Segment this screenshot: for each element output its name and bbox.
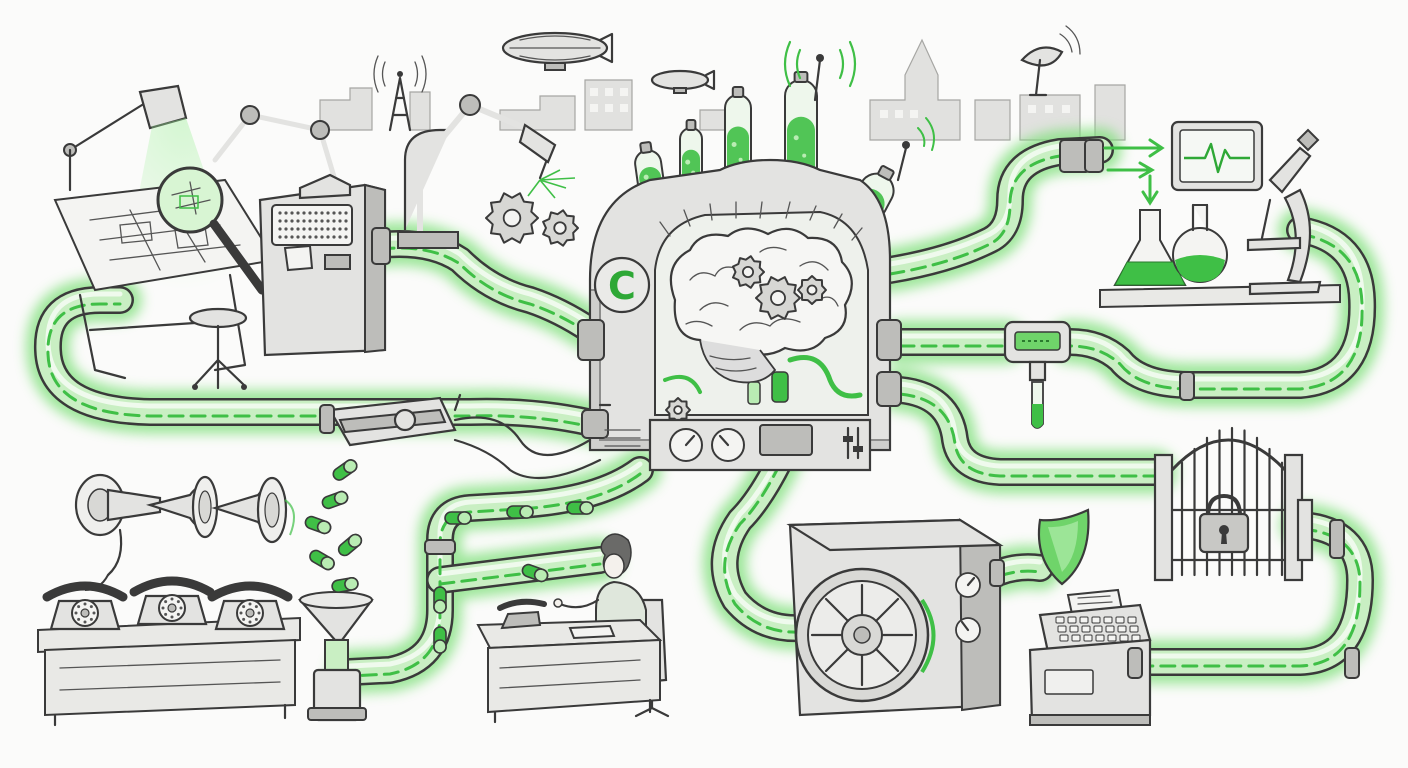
pipe-coupling <box>1127 647 1143 679</box>
gear-icon <box>665 255 827 423</box>
gear-welder <box>397 94 576 249</box>
satellite-dish-icon <box>1020 25 1081 97</box>
machine-logo: C <box>593 256 651 314</box>
gear-icon <box>542 209 579 247</box>
pipe-coupling <box>989 559 1005 587</box>
horn-icon <box>74 473 162 577</box>
pipe-highlight <box>347 461 643 669</box>
pipe-segment <box>36 288 612 437</box>
drafting-table <box>53 84 277 380</box>
svg-text:C: C <box>608 264 636 308</box>
pill-icon <box>331 576 359 594</box>
horn-icon <box>211 476 295 544</box>
telephone-icon <box>42 581 128 631</box>
spark-icon <box>527 169 576 199</box>
pill-icon <box>433 626 447 654</box>
pipe-coupling <box>319 404 335 434</box>
liquid-flow <box>1068 232 1364 391</box>
pipe-liquid <box>46 152 1364 678</box>
gear-icon <box>797 275 827 305</box>
pill-icon <box>521 563 549 583</box>
pipe-highlight <box>1067 221 1365 382</box>
pipe-highlight <box>45 291 603 422</box>
pill-icon <box>309 549 335 571</box>
city-skyline <box>319 38 1126 141</box>
pill-icon <box>321 490 349 510</box>
small-antenna-icon <box>896 117 935 182</box>
heartbeat-icon <box>1184 142 1250 174</box>
pipe-highlight <box>897 381 1158 469</box>
heart-monitor <box>1170 120 1264 192</box>
liquid-flow <box>378 246 592 336</box>
gauge-icon <box>669 428 745 462</box>
pipe-couplings <box>319 139 1360 679</box>
pipe-coupling <box>1344 647 1360 679</box>
round-flask-icon <box>1172 203 1228 283</box>
telephone-icon <box>129 576 215 626</box>
pipe-highlight <box>887 141 1103 267</box>
gear-icon <box>732 255 765 289</box>
stool <box>188 307 248 390</box>
pill-icon <box>337 533 363 557</box>
magnifier-icon <box>156 166 267 295</box>
small-blimp-icon <box>650 69 716 94</box>
pill-icon <box>444 511 472 525</box>
pipe-highlight <box>437 551 603 577</box>
funnel-icon <box>297 591 374 722</box>
cash-register <box>1028 588 1152 726</box>
pipe-coupling <box>424 539 456 555</box>
vault-icon <box>794 567 936 703</box>
locked-gate <box>1153 426 1314 582</box>
blimp-icon <box>501 31 614 71</box>
pill-icon <box>304 515 332 535</box>
antenna-icon <box>783 40 857 102</box>
pipe-coupling <box>1084 139 1104 173</box>
phone-cord <box>84 574 109 591</box>
shield-icon <box>1037 508 1090 586</box>
gear-icon <box>755 276 801 320</box>
gear-icon <box>485 192 539 244</box>
flask-icon <box>1113 209 1187 286</box>
pipe-coupling <box>371 227 391 265</box>
gauge-icon <box>955 572 981 643</box>
pill-stream <box>304 459 594 654</box>
pill-dispenser <box>328 393 612 480</box>
telephone-icon <box>497 598 547 630</box>
gear-icon <box>665 397 691 423</box>
horn-icon <box>146 475 219 539</box>
liquid-flow <box>888 152 1102 276</box>
padlock-icon <box>1198 493 1250 554</box>
receptionist-desk <box>476 533 670 724</box>
liquid-flow <box>438 562 602 586</box>
robot-arm-terminal <box>212 105 387 357</box>
pill-icon <box>566 501 594 515</box>
pill-icon <box>506 505 534 519</box>
pipe-segment <box>878 138 1112 282</box>
liquid-flow <box>723 462 802 634</box>
pill-icon <box>332 459 358 481</box>
gramophone-horns <box>74 473 295 577</box>
telephone-icon <box>207 581 293 631</box>
liquid-flow <box>46 302 602 431</box>
liquid-flow <box>898 392 1157 478</box>
inner-piping <box>663 355 863 405</box>
brain-machine: C <box>577 40 935 472</box>
microscope-icon <box>1246 128 1322 296</box>
pipe-coupling <box>1179 371 1195 401</box>
pipe-segment <box>428 548 612 592</box>
pipe-segment <box>1058 218 1374 397</box>
rotary-telephones <box>37 574 301 727</box>
pipe-highlight <box>722 451 803 625</box>
flow-arrows <box>1103 138 1165 206</box>
gear-icon <box>485 192 579 247</box>
pill-icon <box>433 586 447 614</box>
radio-tower-icon <box>373 55 427 132</box>
pipe-coupling <box>1329 519 1345 559</box>
bank-vault <box>786 518 1004 717</box>
flow-valve <box>1003 320 1072 429</box>
